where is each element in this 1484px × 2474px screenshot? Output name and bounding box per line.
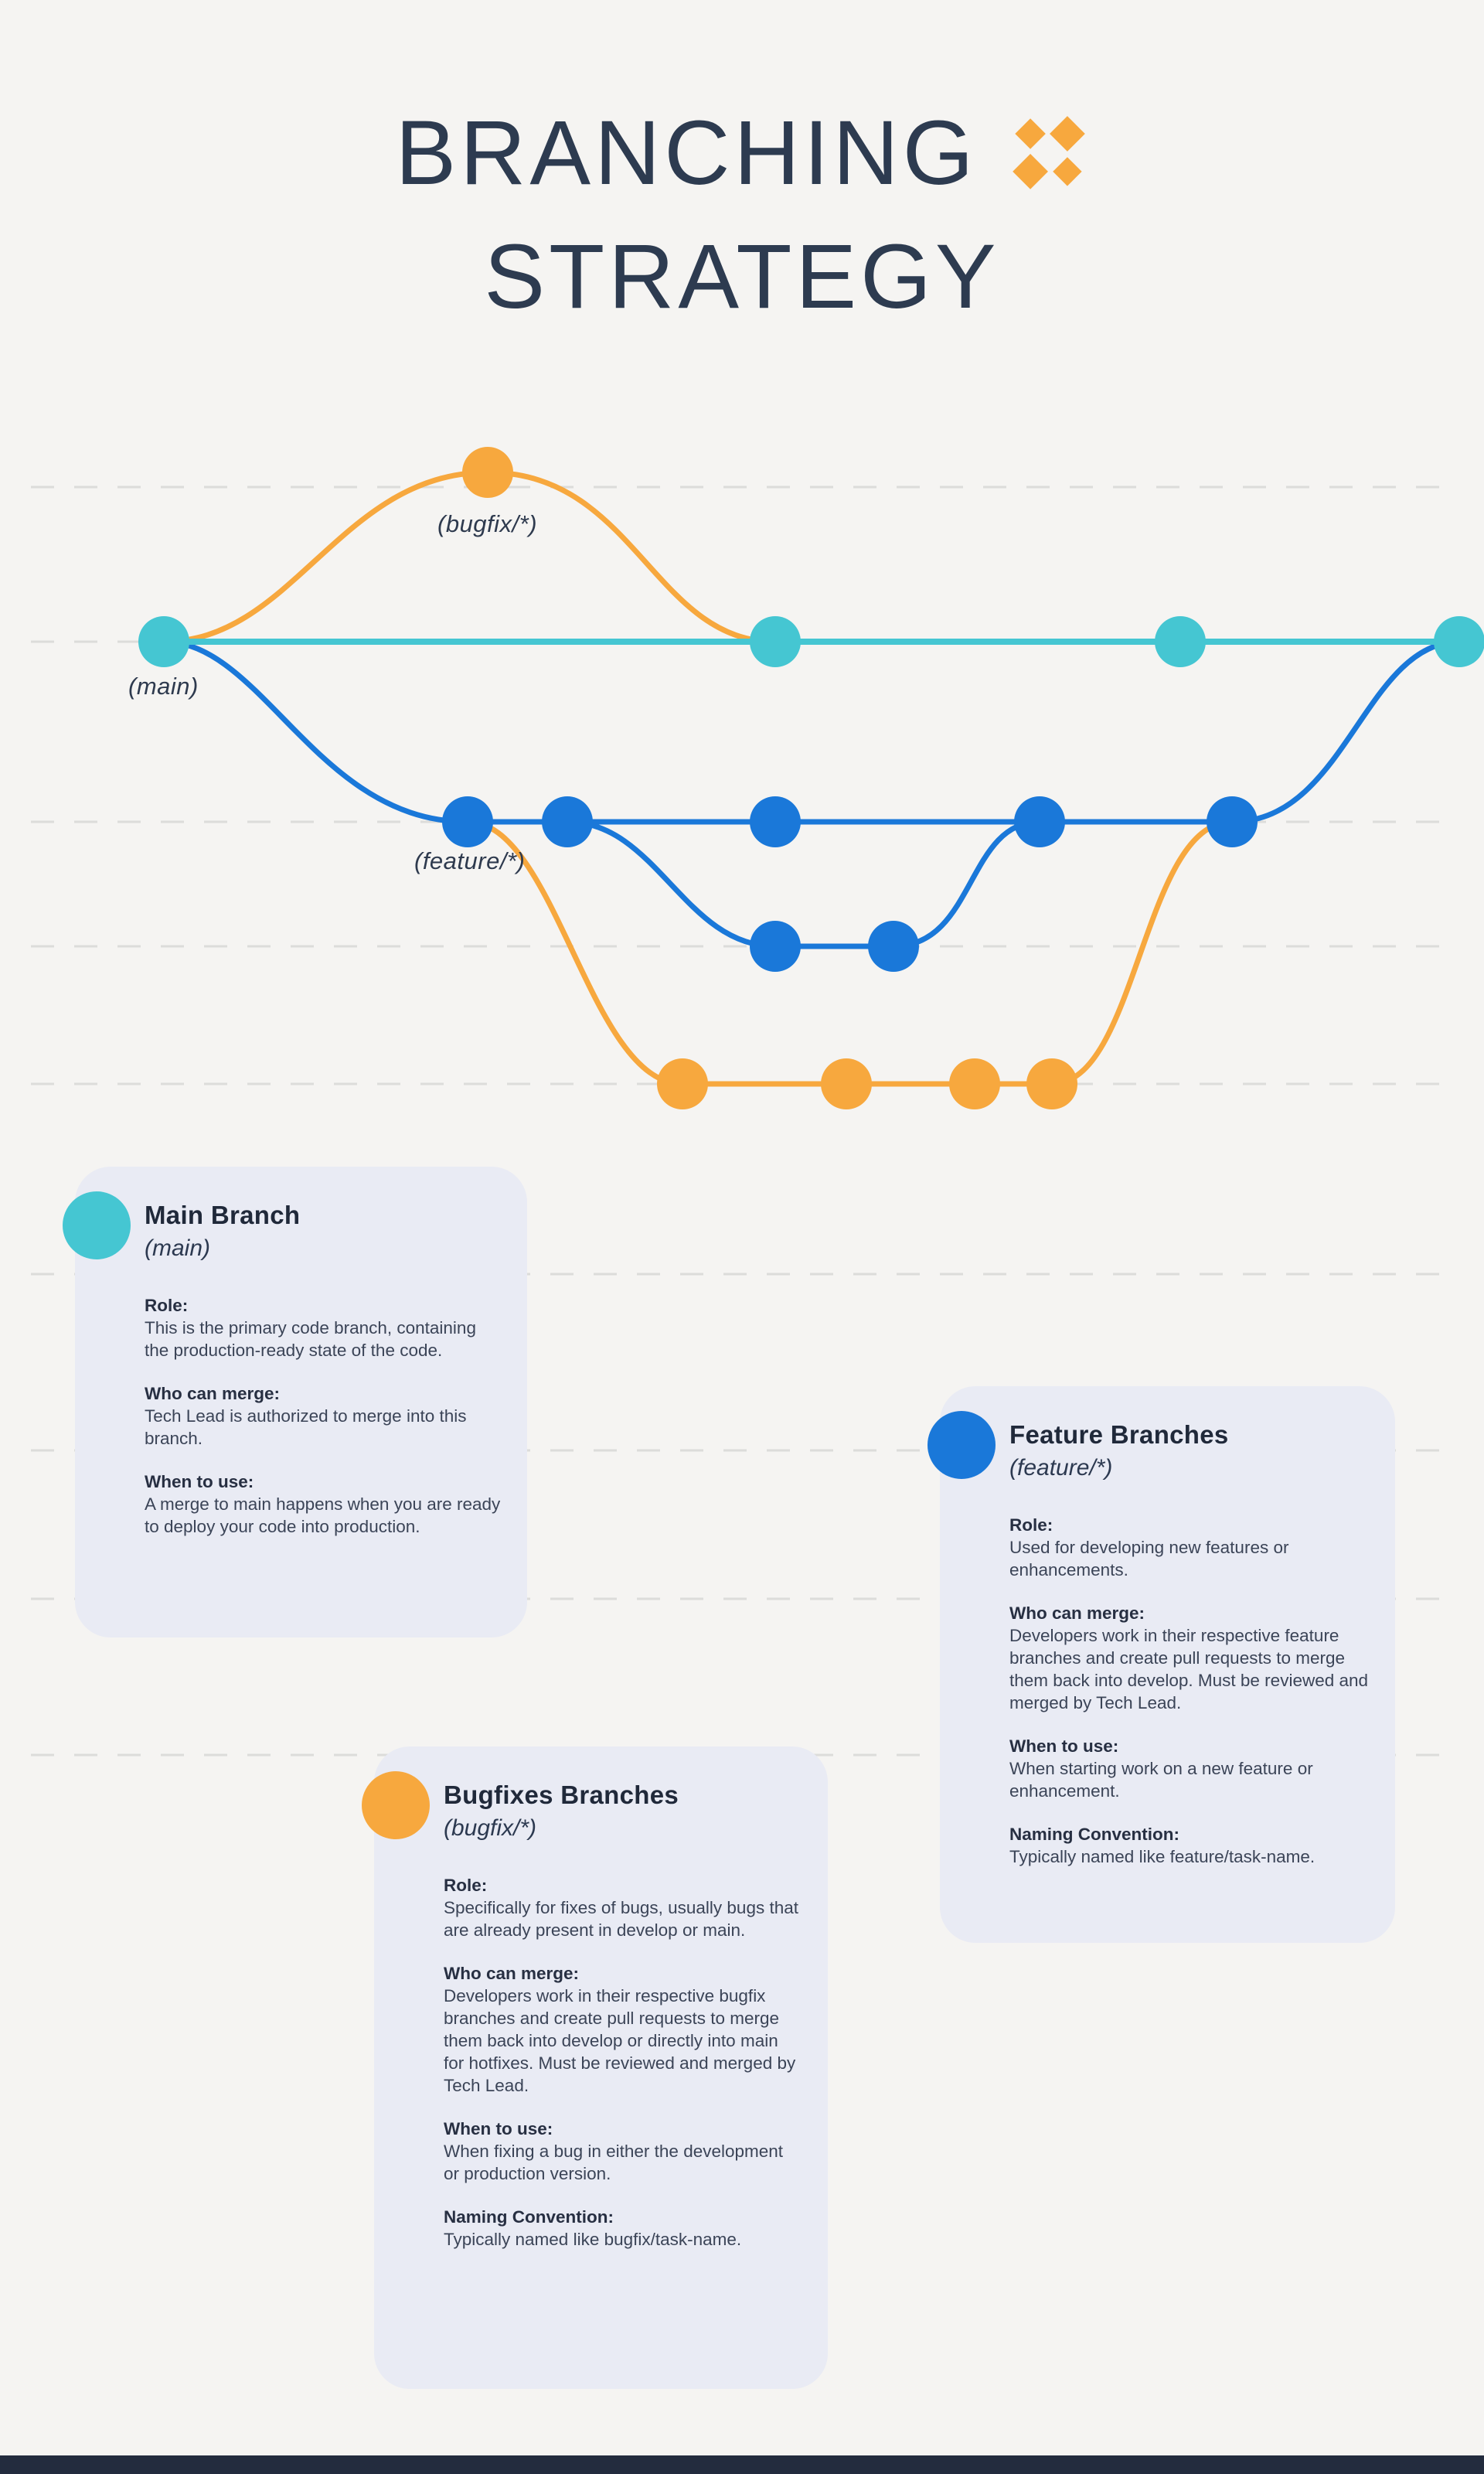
commit-node-main [750,616,801,667]
feature-branch-line [163,639,1460,825]
commit-node-bugfix [949,1058,1000,1109]
commit-node-main [138,616,189,667]
commit-node-main [1434,616,1484,667]
section-body: Typically named like feature/task-name. [1009,1847,1316,1866]
commit-node-feature [1207,796,1258,847]
page-title: BRANCHING STRATEGY [0,91,1484,339]
section-body: Developers work in their respective feat… [1009,1626,1369,1712]
commit-node-feature-sub [750,921,801,972]
card-section: When to use: When starting work on a new… [1009,1735,1370,1802]
card-body: Role: Specifically for fixes of bugs, us… [444,1874,803,2251]
bugfix-top-branch-line [163,469,776,645]
card-title: Main Branch [145,1201,301,1229]
commit-node-feature-sub [868,921,919,972]
section-heading: When to use: [1009,1736,1119,1756]
card-section: Naming Convention: Typically named like … [444,2206,803,2251]
card-section: When to use: When fixing a bug in either… [444,2118,803,2185]
section-body: Used for developing new features or enha… [1009,1538,1289,1579]
feature-branch-dot [928,1411,996,1479]
commit-node-bugfix [821,1058,872,1109]
diamonds-icon [1012,116,1085,190]
section-heading: Role: [145,1296,189,1315]
card-section: When to use: A merge to main happens whe… [145,1470,502,1538]
section-body: Typically named like bugfix/task-name. [444,2230,742,2249]
section-heading: When to use: [444,2119,553,2138]
section-body: Tech Lead is authorized to merge into th… [145,1406,467,1448]
commit-node-bugfix [1026,1058,1077,1109]
card-subtitle: (main) [145,1235,211,1261]
title-line2: STRATEGY [484,226,1000,329]
section-heading: Who can merge: [145,1384,281,1403]
section-heading: Naming Convention: [444,2207,614,2227]
bugfix-branch-dot [362,1771,430,1839]
card-section: Role: Used for developing new features or… [1009,1514,1370,1581]
card-feature-branches: Feature Branches (feature/*) Role: Used f… [928,1386,1395,1943]
section-heading: Role: [444,1876,488,1895]
section-heading: Role: [1009,1515,1053,1535]
section-body: When starting work on a new feature or e… [1009,1759,1313,1801]
card-section: Naming Convention: Typically named like … [1009,1823,1370,1868]
feature-branch-label: (feature/*) [414,847,526,874]
card-main-branch: Main Branch (main) Role: This is the pri… [63,1167,527,1637]
card-subtitle: (bugfix/*) [444,1815,537,1841]
card-bugfix-branches: Bugfixes Branches (bugfix/*) Role: Speci… [362,1746,828,2389]
card-title: Feature Branches [1009,1420,1229,1449]
commit-node-feature [1014,796,1065,847]
bugfix-bottom-branch-line [467,819,1233,1087]
commit-node-feature [750,796,801,847]
commit-node-feature [442,796,493,847]
section-heading: Who can merge: [444,1964,580,1983]
section-heading: Naming Convention: [1009,1825,1179,1844]
card-body: Role: This is the primary code branch, c… [145,1294,502,1538]
section-body: Specifically for fixes of bugs, usually … [444,1898,798,1940]
section-heading: Who can merge: [1009,1603,1145,1623]
section-body: When fixing a bug in either the developm… [444,2142,784,2183]
section-body: This is the primary code branch, contain… [145,1318,476,1360]
card-section: Who can merge: Developers work in their … [1009,1602,1370,1714]
feature-sub-branch-line [567,819,1040,949]
footer-bar [0,2455,1484,2474]
card-title: Bugfixes Branches [444,1781,679,1809]
commit-node-bugfix [462,447,513,498]
commit-node-main [1155,616,1206,667]
main-branch-label: (main) [128,673,199,700]
card-section: Role: Specifically for fixes of bugs, us… [444,1874,803,1941]
title-line1: BRANCHING [395,102,978,204]
commit-node-feature [542,796,593,847]
card-subtitle: (feature/*) [1009,1455,1113,1481]
bugfix-branch-label: (bugfix/*) [437,510,538,537]
card-section: Who can merge: Tech Lead is authorized t… [145,1382,502,1450]
card-body: Role: Used for developing new features or… [1009,1514,1370,1868]
commit-node-bugfix [657,1058,708,1109]
commit-nodes [138,447,1484,1109]
main-branch-dot [63,1191,131,1259]
section-heading: When to use: [145,1472,254,1491]
section-body: A merge to main happens when you are rea… [145,1494,501,1536]
section-body: Developers work in their respective bugf… [444,1986,796,2095]
card-section: Role: This is the primary code branch, c… [145,1294,502,1361]
card-section: Who can merge: Developers work in their … [444,1962,803,2097]
